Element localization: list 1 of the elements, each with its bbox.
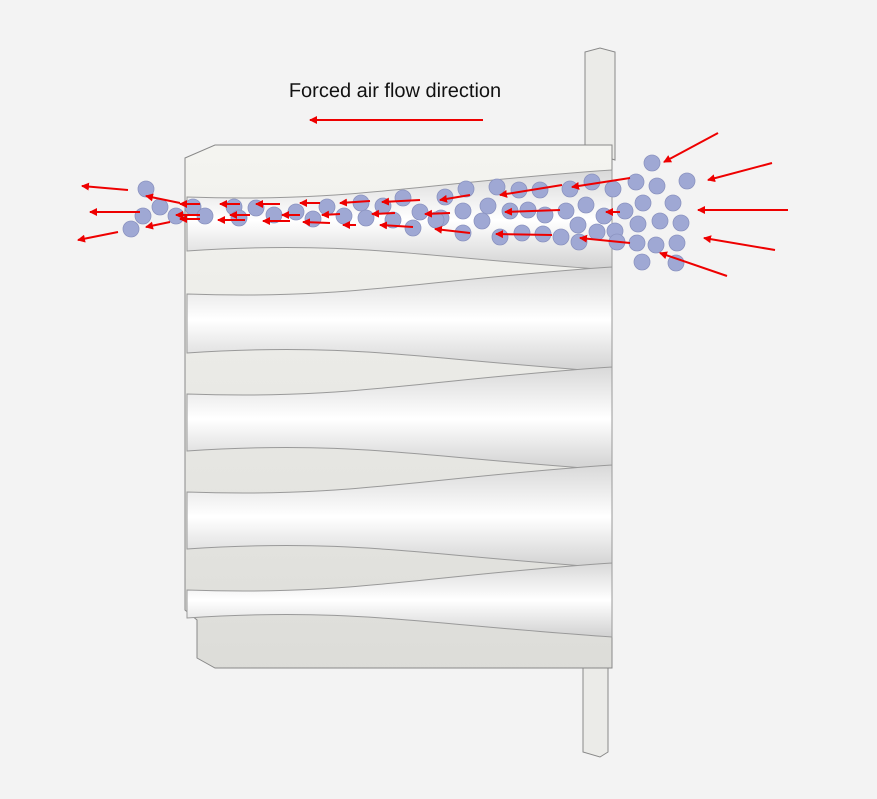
caption-text: Forced air flow direction xyxy=(288,80,502,103)
